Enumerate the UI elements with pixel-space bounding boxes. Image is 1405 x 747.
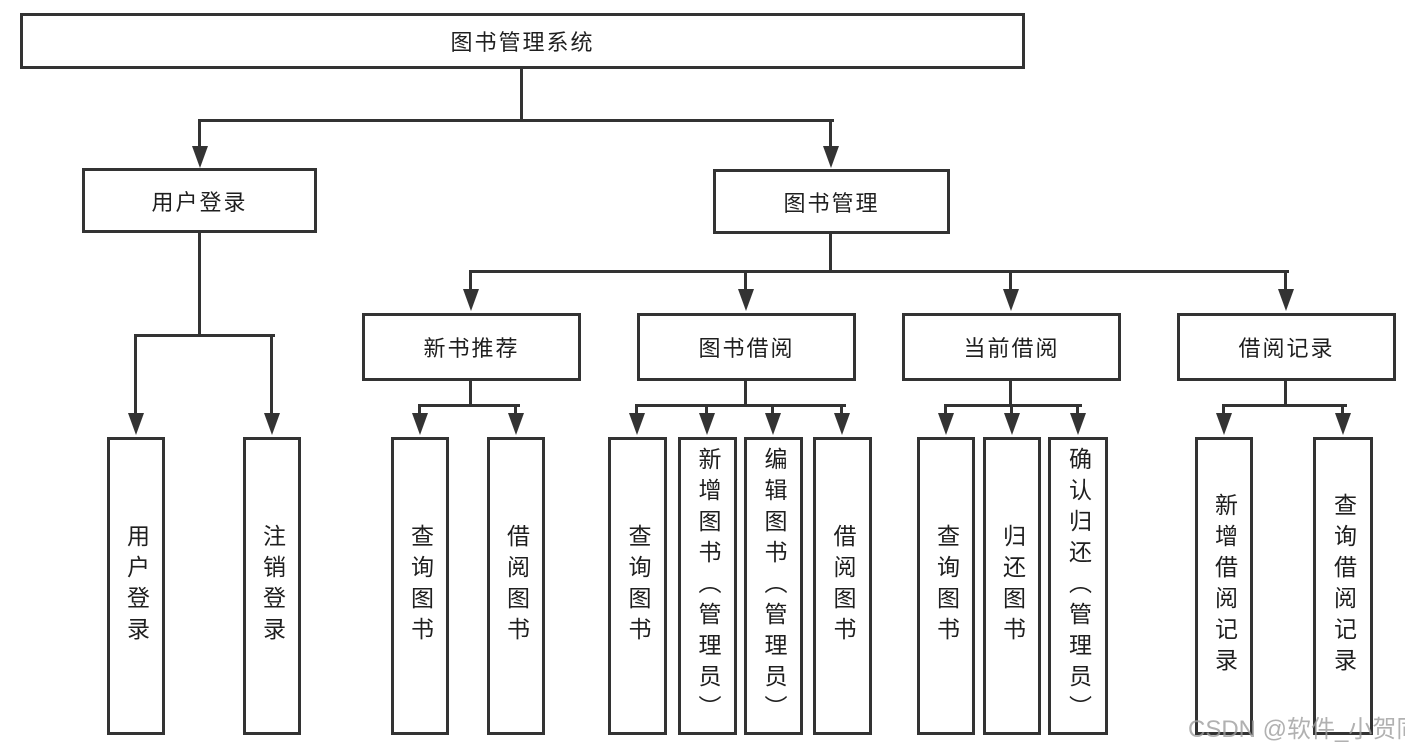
leaf-query-books-recommend: 查询图书 [391, 437, 449, 735]
connector-line [744, 270, 747, 291]
connector-line [514, 404, 517, 416]
connector-line [1222, 404, 1225, 416]
node-label: 注销登录 [259, 524, 286, 648]
connector-line [1284, 270, 1287, 291]
connector-line [744, 381, 747, 407]
node-label: 借阅记录 [1238, 336, 1335, 361]
arrow-down-icon [699, 413, 715, 435]
connector-line [270, 334, 273, 416]
connector-line [829, 119, 832, 148]
leaf-query-borrow-record: 查询借阅记录 [1313, 437, 1373, 735]
leaf-query-books-current: 查询图书 [917, 437, 975, 735]
node-book-management: 图书管理 [713, 169, 950, 234]
node-label: 用户登录 [151, 189, 248, 215]
arrow-down-icon [938, 413, 954, 435]
node-borrowing-records: 借阅记录 [1177, 313, 1396, 381]
leaf-query-books-borrowing: 查询图书 [608, 437, 667, 735]
node-label: 新书推荐 [423, 336, 520, 361]
connector-line [418, 404, 520, 407]
node-label: 当前借阅 [963, 336, 1060, 361]
leaf-add-book-admin: 新增图书（管理员） [678, 437, 737, 735]
leaf-return-book: 归还图书 [983, 437, 1041, 735]
connector-line [840, 404, 843, 416]
leaf-edit-book-admin: 编辑图书（管理员） [744, 437, 803, 735]
node-label: 借阅图书 [830, 524, 856, 648]
connector-line [1222, 404, 1347, 407]
node-label: 查询借阅记录 [1330, 493, 1357, 679]
connector-line [469, 270, 472, 291]
connector-line [520, 69, 523, 121]
connector-line [418, 404, 421, 416]
node-label: 查询图书 [407, 524, 434, 648]
connector-line [469, 270, 1289, 273]
arrow-down-icon [1335, 413, 1351, 435]
connector-line [198, 119, 201, 148]
node-label: 图书管理系统 [450, 30, 595, 55]
arrow-down-icon [412, 413, 428, 435]
node-label: 图书管理 [783, 190, 880, 216]
arrow-down-icon [629, 413, 645, 435]
connector-line [705, 404, 708, 416]
arrow-down-icon [1070, 413, 1086, 435]
node-label: 图书借阅 [698, 336, 795, 361]
arrow-down-icon [508, 413, 524, 435]
connector-line [1009, 381, 1012, 407]
node-label: 用户登录 [123, 524, 150, 648]
connector-line [469, 381, 472, 407]
arrow-down-icon [823, 146, 839, 168]
arrow-down-icon [834, 413, 850, 435]
connector-line [944, 404, 1082, 407]
node-label: 新增借阅记录 [1211, 493, 1238, 679]
node-user-login: 用户登录 [82, 168, 317, 233]
connector-line [635, 404, 846, 407]
leaf-add-borrow-record: 新增借阅记录 [1195, 437, 1253, 735]
leaf-borrow-books-recommend: 借阅图书 [487, 437, 545, 735]
node-book-borrowing: 图书借阅 [637, 313, 856, 381]
leaf-confirm-return-admin: 确认归还（管理员） [1048, 437, 1108, 735]
arrow-down-icon [192, 146, 208, 168]
leaf-borrow-books: 借阅图书 [813, 437, 872, 735]
connector-line [635, 404, 638, 416]
node-label: 新增图书（管理员） [695, 446, 721, 726]
node-label: 借阅图书 [503, 524, 530, 648]
connector-line [1010, 404, 1013, 416]
leaf-user-login: 用户登录 [107, 437, 165, 735]
node-label: 编辑图书（管理员） [761, 446, 787, 726]
connector-line [1076, 404, 1079, 416]
connector-line [134, 334, 275, 337]
connector-line [944, 404, 947, 416]
connector-line [1009, 270, 1012, 291]
node-label: 查询图书 [625, 524, 651, 648]
connector-line [198, 233, 201, 336]
connector-line [1284, 381, 1287, 407]
arrow-down-icon [765, 413, 781, 435]
leaf-logout: 注销登录 [243, 437, 301, 735]
connector-line [134, 334, 137, 416]
arrow-down-icon [128, 413, 144, 435]
arrow-down-icon [1216, 413, 1232, 435]
node-label: 查询图书 [933, 524, 960, 648]
arrow-down-icon [1004, 413, 1020, 435]
arrow-down-icon [264, 413, 280, 435]
arrow-down-icon [1003, 289, 1019, 311]
connector-line [829, 234, 832, 273]
connector-line [198, 119, 834, 122]
connector-line [771, 404, 774, 416]
node-book-management-system: 图书管理系统 [20, 13, 1025, 69]
node-label: 归还图书 [999, 524, 1026, 648]
csdn-watermark: CSDN @软件_小贺同学 [1188, 716, 1405, 743]
node-new-book-recommend: 新书推荐 [362, 313, 581, 381]
arrow-down-icon [463, 289, 479, 311]
arrow-down-icon [1278, 289, 1294, 311]
connector-line [1341, 404, 1344, 416]
node-current-borrowing: 当前借阅 [902, 313, 1121, 381]
arrow-down-icon [738, 289, 754, 311]
node-label: 确认归还（管理员） [1065, 446, 1092, 726]
